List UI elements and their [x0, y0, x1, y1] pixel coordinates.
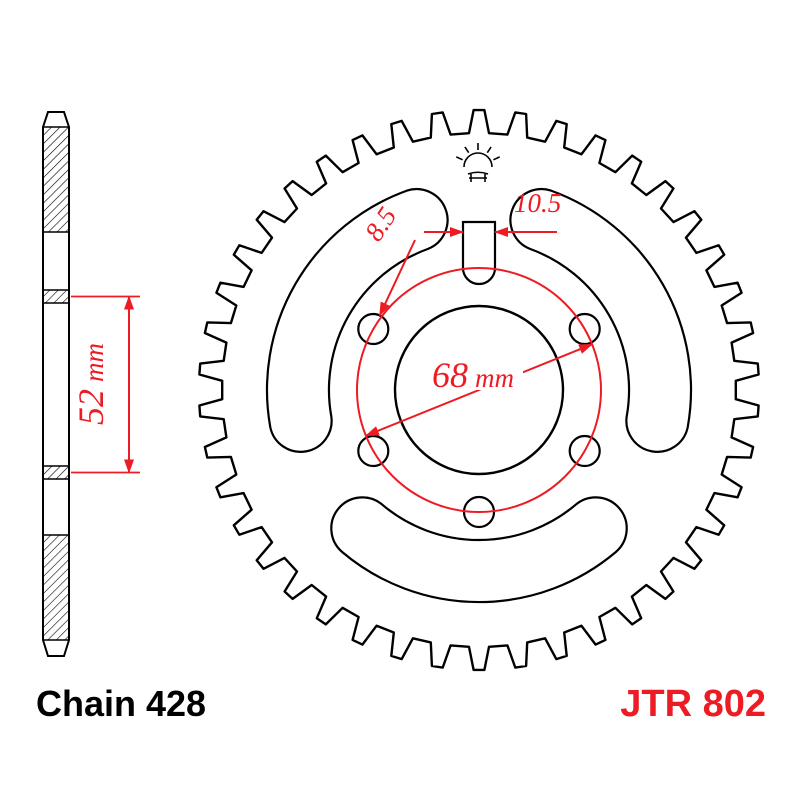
kidney-cutout — [330, 496, 628, 604]
caption-row: Chain 428 JTR 802 — [36, 683, 766, 725]
dim-85-leader — [378, 239, 416, 317]
hatched-section — [44, 535, 68, 640]
bolt-circle-68mm — [356, 267, 602, 513]
sun-ray — [486, 146, 492, 154]
kidney-cutout — [265, 188, 449, 453]
sun-arc — [463, 152, 493, 168]
kidney-cutout — [509, 188, 693, 453]
sun-ray — [455, 156, 463, 161]
sprocket-side-view — [42, 111, 70, 657]
sun-ray — [464, 146, 470, 154]
dim-side-span-label: 52mm — [71, 343, 111, 425]
torii-top-bar — [467, 171, 489, 175]
dim-slot-width-label: 10.5 — [514, 188, 561, 218]
dim-68-backdrop — [423, 354, 523, 390]
hatched-section — [44, 290, 68, 303]
chain-size-label: Chain 428 — [36, 683, 206, 724]
part-number-label: JTR 802 — [620, 683, 766, 725]
hatched-section — [44, 127, 68, 232]
top-slot-cutout — [461, 220, 497, 286]
sun-ray — [493, 156, 501, 161]
jt-sun-logo-icon — [455, 143, 501, 182]
side-view-outline — [42, 111, 70, 657]
hatched-section — [44, 466, 68, 479]
